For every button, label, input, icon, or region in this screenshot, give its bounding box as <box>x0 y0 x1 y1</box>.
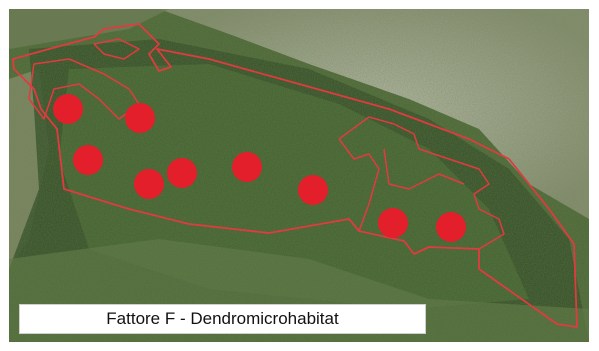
boundary-inner-n <box>93 38 140 60</box>
marker-6[interactable] <box>232 152 262 182</box>
marker-7[interactable] <box>298 175 328 205</box>
boundary-outer <box>12 23 578 328</box>
marker-1[interactable] <box>53 94 83 124</box>
map-frame <box>9 9 589 342</box>
aerial-map <box>9 9 589 342</box>
boundary-inner-e <box>338 116 505 250</box>
marker-2[interactable] <box>125 103 155 133</box>
map-caption: Fattore F - Dendromicrohabitat <box>19 304 426 334</box>
marker-4[interactable] <box>134 169 164 199</box>
marker-8[interactable] <box>378 208 408 238</box>
marker-5[interactable] <box>167 158 197 188</box>
caption-text: Fattore F - Dendromicrohabitat <box>106 309 339 328</box>
boundary-inner-nw <box>28 58 140 120</box>
texture-overlay <box>9 9 589 342</box>
marker-3[interactable] <box>73 145 103 175</box>
markers-layer <box>53 94 466 242</box>
marker-9[interactable] <box>436 212 466 242</box>
